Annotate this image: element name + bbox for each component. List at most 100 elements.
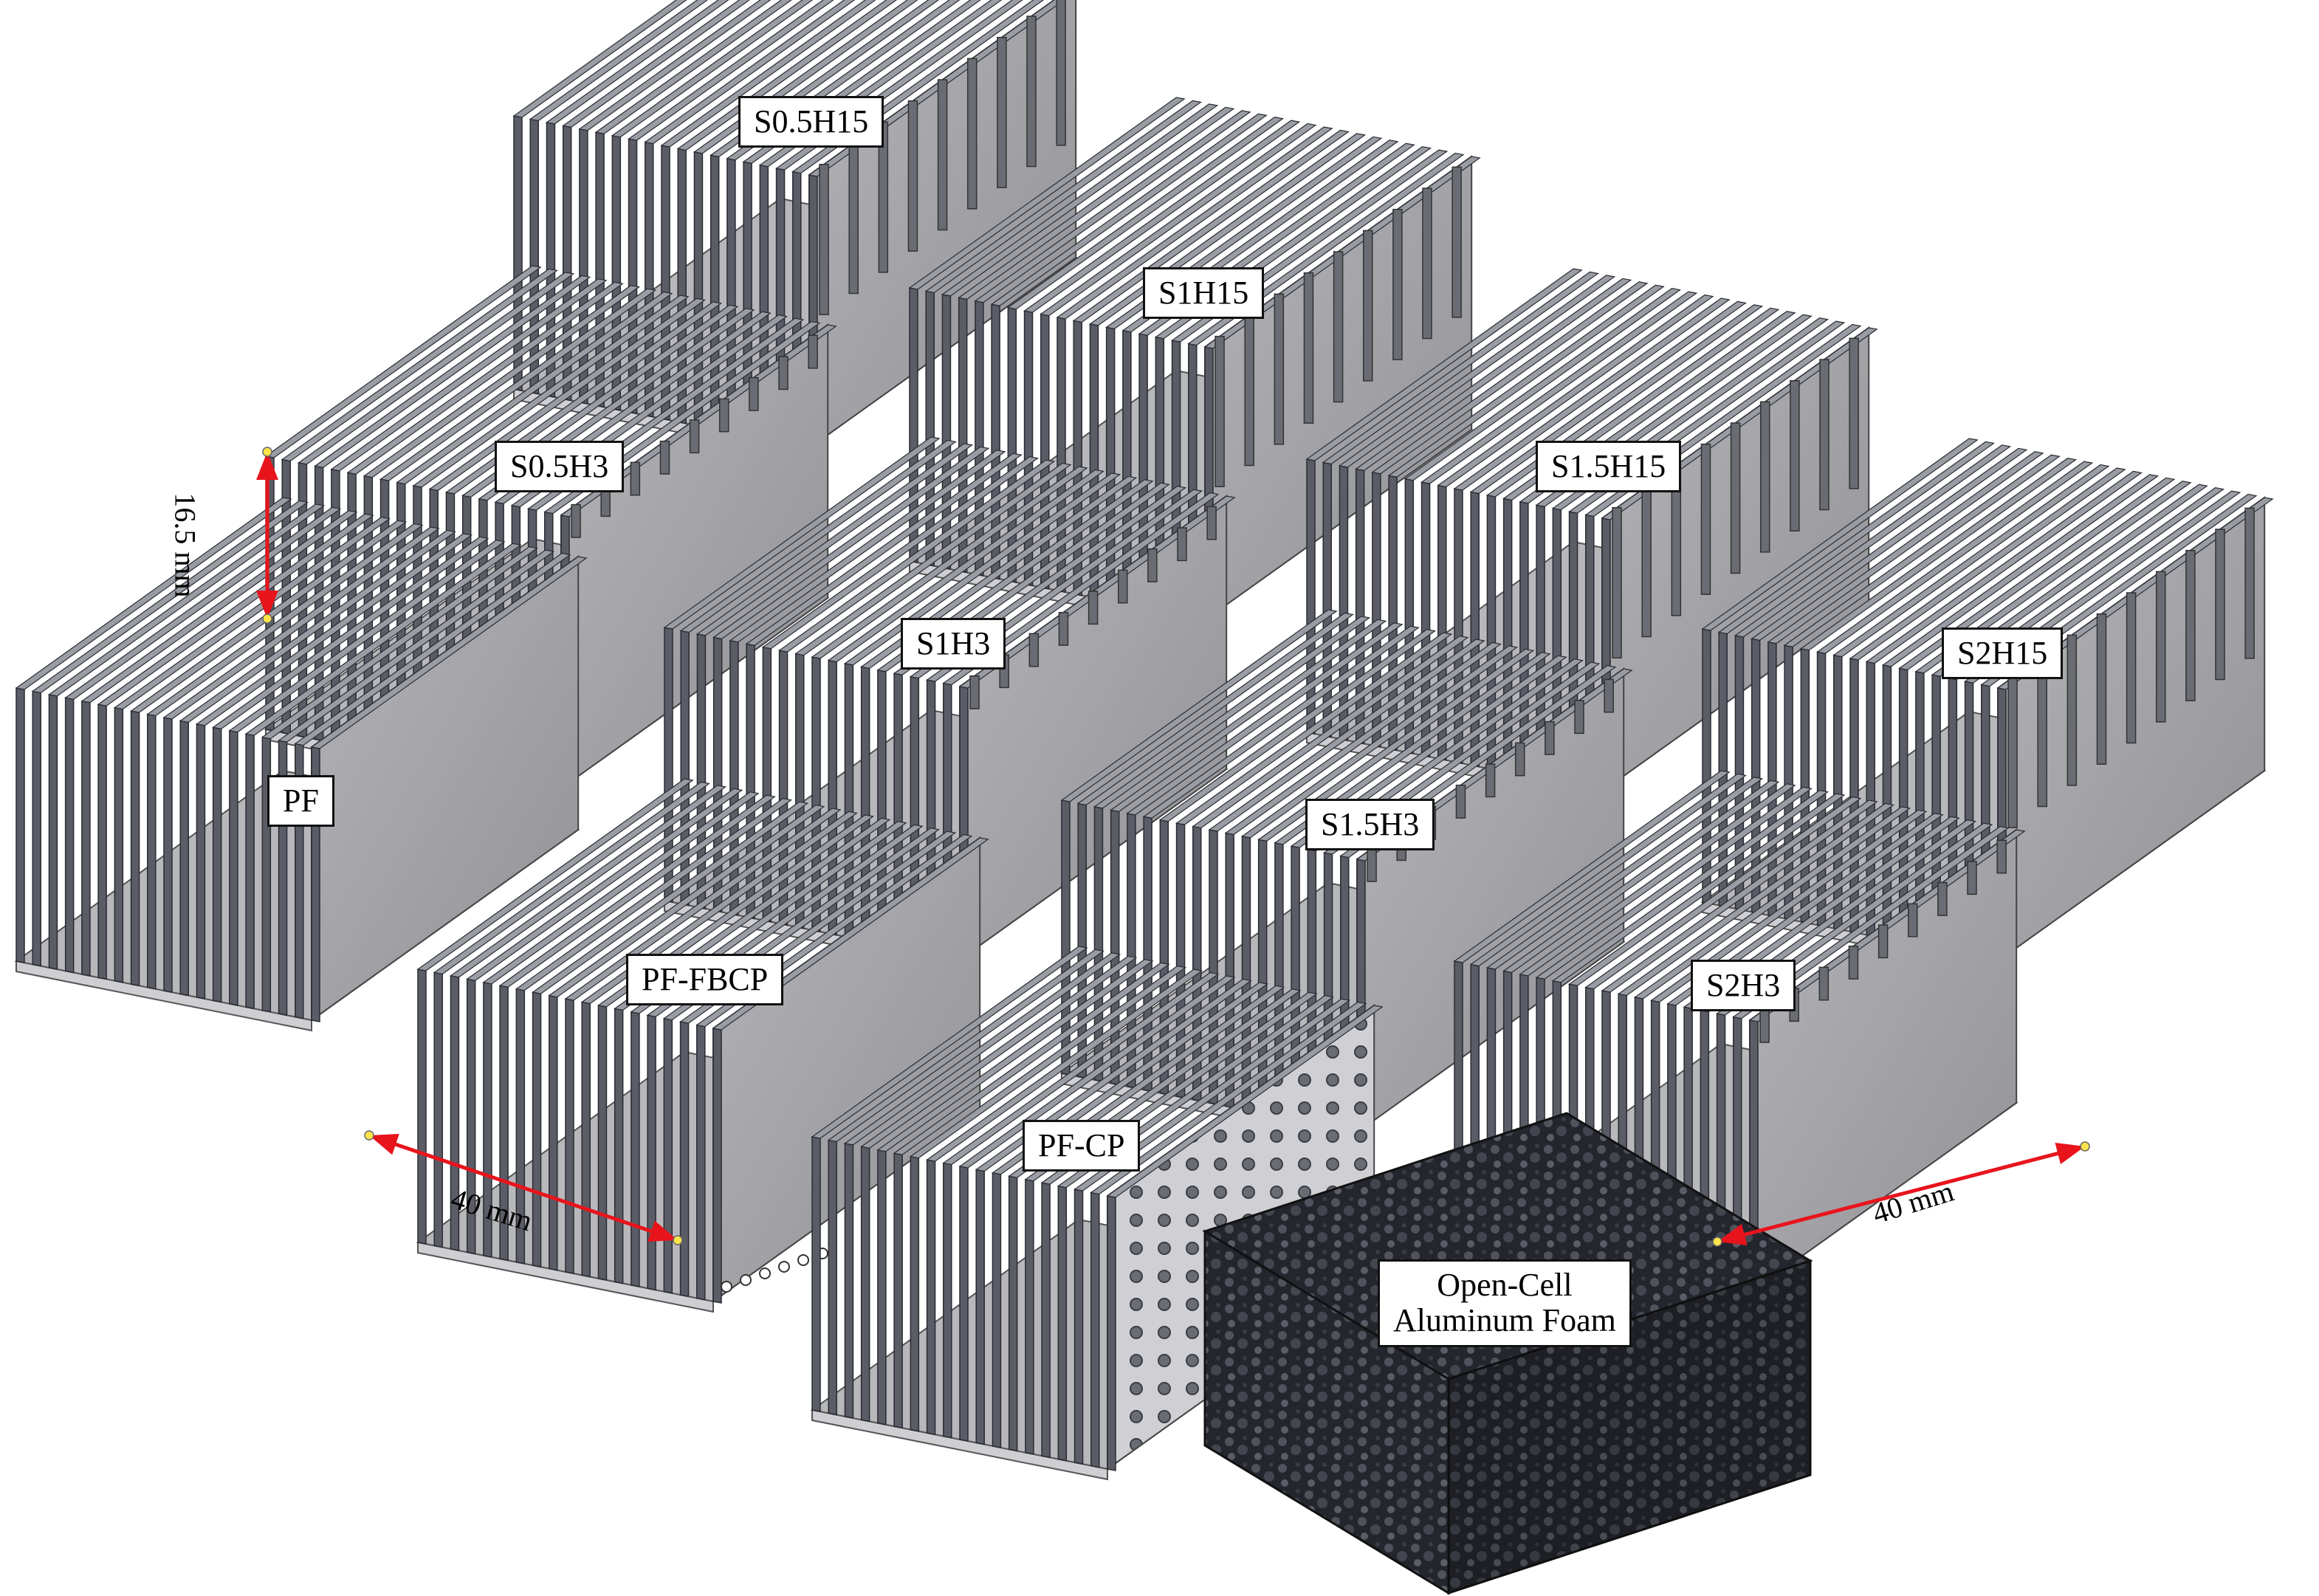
fin-top <box>379 288 657 481</box>
fin-front <box>647 1014 656 1291</box>
slot <box>689 419 700 454</box>
slot <box>1303 272 1314 424</box>
fin-front <box>1388 475 1398 751</box>
slot <box>1026 16 1037 168</box>
fin-top <box>1767 451 2044 644</box>
fin-top <box>1158 629 1437 822</box>
arrow-head <box>369 1134 399 1155</box>
length-dimension-arrow-left <box>364 1130 683 1245</box>
fin-top <box>1257 648 1535 842</box>
flow-hole <box>778 1261 790 1273</box>
flow-hole <box>797 1254 809 1266</box>
fin-top <box>1717 441 1995 635</box>
fin-front <box>844 662 854 939</box>
label-S1H15: S1H15 <box>1143 267 1265 320</box>
fin-front <box>1090 1191 1100 1468</box>
label-S0.5H15: S0.5H15 <box>738 96 884 148</box>
fin-front <box>97 704 107 980</box>
fin-front <box>1073 1189 1084 1465</box>
fin-front <box>1040 313 1050 590</box>
fin-top <box>942 492 1220 686</box>
fin-top <box>1274 652 1551 845</box>
fin-front <box>746 643 755 920</box>
fin-top <box>679 439 957 633</box>
fin-top <box>1666 813 1944 1006</box>
fin-top <box>1650 809 1928 1002</box>
fin-front <box>1519 501 1529 777</box>
slot <box>2215 529 2225 681</box>
slot <box>1088 591 1099 625</box>
fin-top <box>729 450 1006 643</box>
fin-top <box>548 804 825 998</box>
arrow-head <box>2055 1143 2085 1165</box>
fin-top <box>47 503 326 697</box>
fin-front <box>1454 488 1463 764</box>
slot <box>1967 861 1977 895</box>
fin-top <box>676 0 898 151</box>
slot <box>1996 839 2007 874</box>
dim-marker <box>262 613 272 624</box>
heat-sink-PF <box>14 497 588 1032</box>
fin-front <box>664 627 673 903</box>
fin-top <box>1881 474 2160 667</box>
fin-front <box>696 1024 706 1301</box>
arrow-head <box>1717 1223 1748 1245</box>
fin-front <box>1502 498 1513 774</box>
fin-top <box>1305 268 1583 461</box>
arrow-shaft <box>1717 1144 2086 1244</box>
slot <box>1730 422 1741 574</box>
fin-front <box>229 729 238 1006</box>
fin-top <box>1453 297 1731 491</box>
label-PF-FBCP: PF-FBCP <box>626 954 784 1006</box>
label-S1.5H3: S1.5H3 <box>1305 799 1435 851</box>
slot <box>630 461 641 496</box>
fin-top <box>1816 461 2094 654</box>
fin-top <box>1849 467 2126 661</box>
fin-top <box>294 552 571 746</box>
fin-front <box>860 666 870 943</box>
fin-front <box>163 717 173 993</box>
fin-front <box>147 713 157 990</box>
fin-front <box>1322 461 1332 738</box>
fin-top <box>314 275 591 468</box>
fin-front <box>860 1146 870 1423</box>
slot <box>778 356 789 391</box>
slot <box>819 163 829 315</box>
fin-top <box>1056 126 1333 320</box>
fin-front <box>893 1152 903 1429</box>
fin-top <box>1006 117 1285 310</box>
arrow-shaft <box>368 1133 678 1242</box>
slot <box>718 398 729 433</box>
slot <box>969 675 980 709</box>
fin-front <box>1437 484 1447 761</box>
slot <box>1700 443 1711 595</box>
fin-top <box>1110 619 1387 812</box>
fin-top <box>346 281 624 475</box>
fin-top <box>562 0 750 128</box>
fin-front <box>1008 1175 1018 1452</box>
heat-sink-S1.5H3 <box>1059 609 1633 1144</box>
fin-front <box>1339 464 1349 741</box>
fin-front <box>212 726 222 1003</box>
slot <box>1455 784 1466 819</box>
fin-front <box>64 697 75 974</box>
fin-front <box>433 971 443 1248</box>
dim-marker <box>262 447 272 457</box>
fin-front <box>712 1028 722 1304</box>
fin-front <box>417 969 427 1245</box>
label-S0.5H3: S0.5H3 <box>495 441 625 493</box>
arrow-head <box>256 452 278 480</box>
fin-top <box>310 556 588 749</box>
fin-top <box>1093 616 1371 809</box>
fin-top <box>663 436 941 630</box>
slot <box>1177 527 1187 562</box>
slot <box>1790 379 1800 532</box>
fin-front <box>909 287 918 563</box>
fin-top <box>811 946 1088 1139</box>
fin-top <box>1106 1005 1384 1198</box>
fin-front <box>48 693 58 970</box>
fin-front <box>959 1166 969 1442</box>
fin-front <box>1007 306 1017 583</box>
dim-marker <box>673 1235 683 1245</box>
flow-hole <box>759 1267 771 1279</box>
